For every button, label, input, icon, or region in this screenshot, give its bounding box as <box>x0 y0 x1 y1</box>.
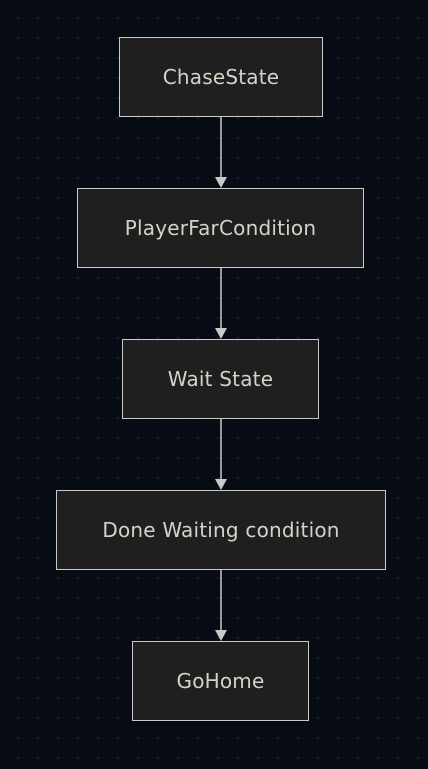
node-done-waiting-condition[interactable]: Done Waiting condition <box>56 490 386 570</box>
arrowhead-icon <box>215 479 227 490</box>
arrowhead-icon <box>215 328 227 339</box>
node-label: Done Waiting condition <box>102 518 340 542</box>
node-player-far-condition[interactable]: PlayerFarCondition <box>77 188 364 268</box>
edge-chase-to-playerfar <box>215 117 227 188</box>
edge-donewaiting-to-gohome <box>215 570 227 641</box>
node-label: Wait State <box>167 367 274 391</box>
node-chase-state[interactable]: ChaseState <box>119 37 323 117</box>
node-label: ChaseState <box>162 65 280 89</box>
arrowhead-icon <box>215 177 227 188</box>
arrowhead-icon <box>215 630 227 641</box>
node-go-home[interactable]: GoHome <box>132 641 309 721</box>
node-label: PlayerFarCondition <box>124 216 317 240</box>
edge-wait-to-donewaiting <box>215 419 227 490</box>
node-wait-state[interactable]: Wait State <box>122 339 319 419</box>
edge-playerfar-to-wait <box>215 268 227 339</box>
node-label: GoHome <box>176 669 265 693</box>
